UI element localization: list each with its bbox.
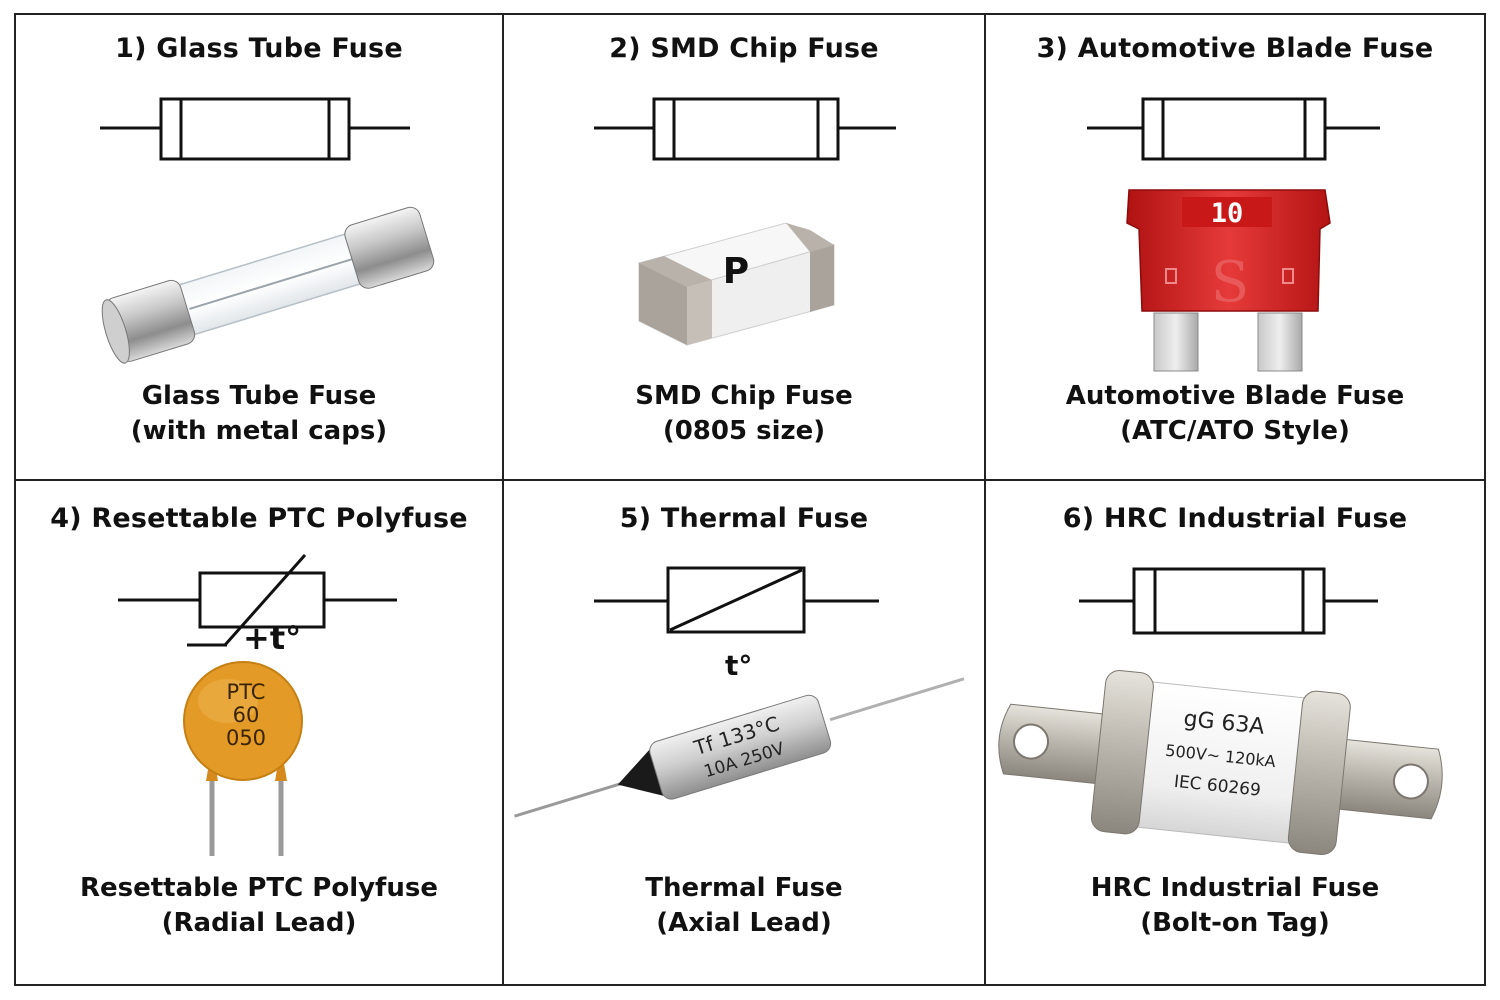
panel-caption: HRC Industrial Fuse (Bolt-on Tag): [1090, 873, 1380, 938]
ptc-temp-label: +t°: [243, 619, 302, 657]
panel-caption: Automotive Blade Fuse (ATC/ATO Style): [1065, 381, 1405, 446]
blade-rating: 10: [1211, 198, 1244, 229]
smd-marking: P: [723, 251, 749, 292]
fuse-schematic-symbol: [1079, 567, 1378, 635]
ptc-marking-line1: PTC: [227, 680, 266, 704]
blade-fuse-illustration: 10 S: [1087, 97, 1380, 372]
thermal-schematic-symbol: [594, 566, 879, 634]
panel-glass-tube-fuse: 1) Glass Tube Fuse: [16, 15, 504, 481]
panel-caption: Resettable PTC Polyfuse (Radial Lead): [79, 873, 438, 938]
blade-body-letter: S: [1211, 250, 1249, 315]
panel-hrc-industrial-fuse: 6) HRC Industrial Fuse: [986, 481, 1484, 984]
ptc-marking-line2: 60: [233, 703, 260, 727]
ptc-polyfuse-illustration: PTC 60 050: [118, 554, 397, 856]
panel-title: 6) HRC Industrial Fuse: [1062, 503, 1408, 534]
panel-caption: SMD Chip Fuse (0805 size): [635, 381, 853, 446]
panel-title: 3) Automotive Blade Fuse: [1036, 33, 1434, 64]
panel-title: 4) Resettable PTC Polyfuse: [50, 503, 468, 534]
fuse-schematic-symbol: [594, 97, 896, 161]
glass-tube-fuse-illustration: [100, 97, 435, 364]
panel-automotive-blade-fuse: 3) Automotive Blade Fuse: [986, 15, 1484, 481]
smd-chip-fuse-photo: P: [637, 222, 836, 346]
thermal-temp-label: t°: [725, 649, 753, 682]
thermal-fuse-photo: Tf 133°C 10A 250V: [514, 677, 965, 818]
hrc-fuse-illustration: gG 63A 500V~ 120kA IEC 60269: [998, 567, 1443, 856]
panel-thermal-fuse: 5) Thermal Fuse Tf 133°C 10A 250V: [504, 481, 986, 984]
fuse-schematic-symbol: [100, 97, 410, 161]
ptc-marking-line3: 050: [226, 726, 266, 750]
panel-title: 1) Glass Tube Fuse: [115, 33, 403, 64]
panel-caption: Glass Tube Fuse (with metal caps): [130, 381, 388, 446]
thermal-fuse-illustration: Tf 133°C 10A 250V: [514, 566, 965, 818]
ptc-polyfuse-photo: PTC 60 050: [183, 661, 303, 856]
panel-ptc-polyfuse: 4) Resettable PTC Polyfuse PTC 60 050: [16, 481, 504, 984]
ptc-minus-label: −: [184, 610, 185, 611]
panel-smd-chip-fuse: 2) SMD Chip Fuse P SMD Chi: [504, 15, 986, 481]
fuse-schematic-symbol: [1087, 97, 1380, 161]
hrc-fuse-photo: gG 63A 500V~ 120kA IEC 60269: [998, 669, 1443, 856]
ptc-schematic-symbol: [118, 554, 397, 647]
glass-tube-fuse-photo: [101, 206, 435, 364]
fuse-types-grid: 1) Glass Tube Fuse: [14, 13, 1486, 986]
panel-caption: Thermal Fuse (Axial Lead): [645, 873, 843, 938]
panel-title: 5) Thermal Fuse: [619, 503, 869, 534]
blade-fuse-photo: 10 S: [1126, 189, 1331, 372]
panel-title: 2) SMD Chip Fuse: [609, 33, 879, 64]
smd-chip-fuse-illustration: P: [594, 97, 896, 346]
